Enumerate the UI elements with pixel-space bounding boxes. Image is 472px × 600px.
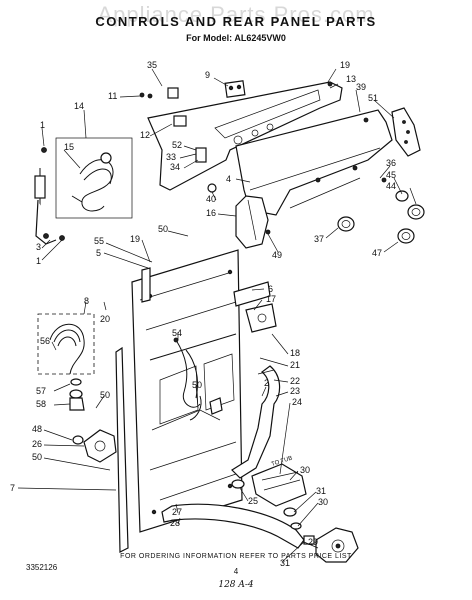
ordering-note: FOR ORDERING INFORMATION REFER TO PARTS …: [120, 553, 352, 560]
callout-55: 55: [94, 236, 104, 246]
callout-7: 7: [10, 483, 15, 493]
callout-4: 4: [226, 174, 231, 184]
callout-50c: 50: [100, 390, 110, 400]
callout-labels: 35 19 9 13 39 51 11 14 1 15 12 52 33 34 …: [10, 60, 396, 568]
callout-50b: 50: [192, 380, 202, 390]
watermark: Appliance Parts Pros.com: [97, 2, 375, 27]
callout-6: 6: [268, 284, 273, 294]
callout-31b: 31: [280, 558, 290, 568]
page-title: CONTROLS AND REAR PANEL PARTS: [95, 14, 377, 29]
callout-26: 26: [32, 439, 42, 449]
callout-57: 57: [36, 386, 46, 396]
callout-37: 37: [314, 234, 324, 244]
callout-51: 51: [368, 93, 378, 103]
drain-hose-part-23: [231, 365, 281, 479]
callout-36: 36: [386, 158, 396, 168]
handwritten-note: 128 A-4: [218, 580, 254, 590]
callout-40: 40: [206, 194, 216, 204]
callout-44: 44: [386, 181, 396, 191]
knob-part-37: [337, 216, 355, 232]
callout-45: 45: [386, 170, 396, 180]
filter-hose-part-56: [37, 313, 95, 411]
callout-58: 58: [36, 399, 46, 409]
callout-56: 56: [40, 336, 50, 346]
callout-48: 48: [32, 424, 42, 434]
callout-9: 9: [205, 70, 210, 80]
callout-27: 27: [172, 507, 182, 517]
callout-35: 35: [147, 60, 157, 70]
callout-52: 52: [172, 140, 182, 150]
callout-54: 54: [172, 328, 182, 338]
callout-leaders: [17, 68, 417, 563]
callout-1b: 1: [36, 256, 41, 266]
callout-16: 16: [206, 208, 216, 218]
callout-33: 33: [166, 152, 176, 162]
model-line: For Model: AL6245VW0: [186, 33, 286, 43]
control-console: [147, 81, 393, 216]
callout-1a: 1: [40, 120, 45, 130]
power-cord-part-14: [34, 137, 133, 245]
callout-28: 28: [170, 518, 180, 528]
callout-49: 49: [272, 250, 282, 260]
callout-13: 13: [346, 74, 356, 84]
callout-34: 34: [170, 162, 180, 172]
callout-30a: 30: [300, 465, 310, 475]
knob-part-44: [407, 204, 425, 220]
callout-50a: 50: [158, 224, 168, 234]
callout-8: 8: [84, 296, 89, 306]
callout-47: 47: [372, 248, 382, 258]
callout-14: 14: [74, 101, 84, 111]
callout-19b: 19: [130, 234, 140, 244]
callout-11: 11: [108, 91, 117, 101]
rear-panel: [131, 249, 243, 533]
pump-part-24: [251, 463, 307, 507]
callout-25: 25: [248, 496, 258, 506]
callout-22: 22: [290, 376, 300, 386]
water-valve-part-26: [72, 429, 117, 463]
knob-part-45: [395, 190, 409, 202]
bracket-part-6: [233, 281, 277, 333]
callout-12: 12: [140, 130, 150, 140]
console-endcap-part-51: [391, 107, 421, 157]
hose-clamp-part-2: [209, 397, 223, 415]
callout-2: 2: [264, 378, 269, 388]
callout-24: 24: [292, 397, 302, 407]
page-number: 4: [233, 567, 239, 576]
callout-17: 17: [266, 294, 276, 304]
hose-part-28: [161, 479, 305, 549]
knob-part-16: [235, 195, 269, 249]
callout-21: 21: [290, 360, 300, 370]
document-number: 3352126: [26, 563, 58, 572]
callout-5: 5: [96, 248, 101, 258]
callout-15: 15: [64, 142, 74, 152]
callout-29: 29: [308, 537, 318, 547]
callout-19a: 19: [340, 60, 350, 70]
callout-31a: 31: [316, 486, 326, 496]
side-strip-part-7: [115, 346, 129, 553]
motor-part-29: [283, 507, 359, 563]
switch-part-9: [224, 80, 246, 98]
callout-39: 39: [356, 82, 366, 92]
callout-3: 3: [36, 242, 41, 252]
callout-50d: 50: [32, 452, 42, 462]
callout-18: 18: [290, 348, 300, 358]
callout-23: 23: [290, 386, 300, 396]
callout-20: 20: [100, 314, 110, 324]
callout-30b: 30: [318, 497, 328, 507]
knob-part-47: [397, 228, 415, 244]
